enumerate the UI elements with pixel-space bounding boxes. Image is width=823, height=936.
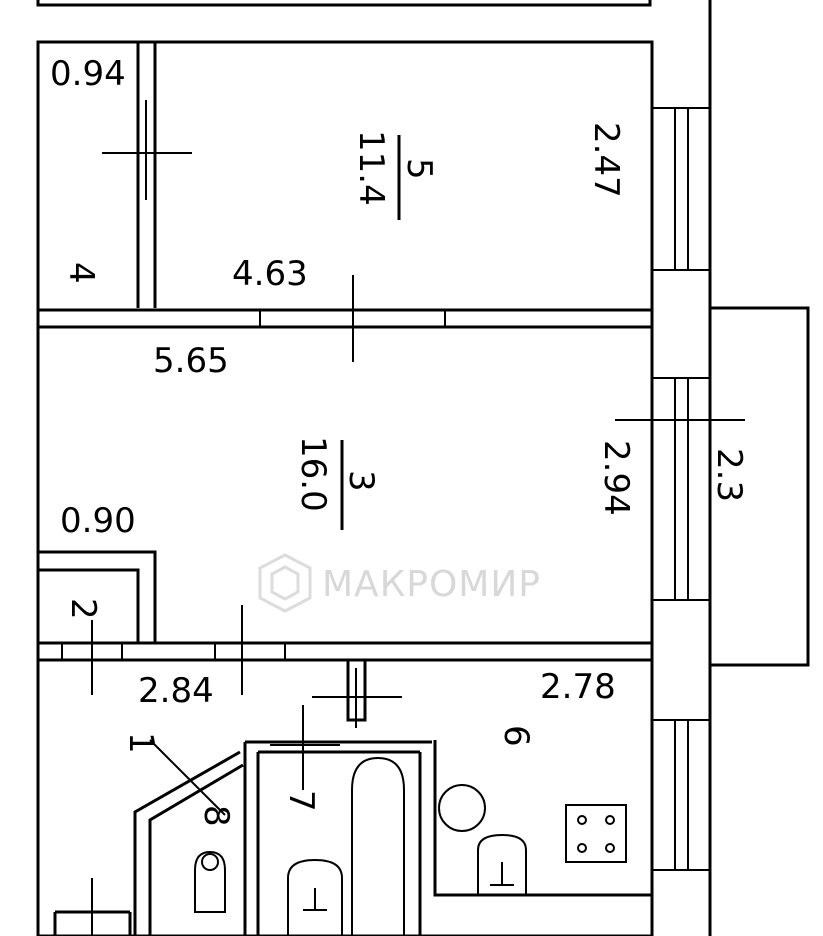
wc-angled-wall-inner (148, 763, 244, 936)
room5-area: 11.4 (351, 130, 391, 206)
watermark-logo-icon (258, 553, 312, 613)
room8-number: 8 (196, 805, 236, 827)
burner (577, 843, 587, 853)
walls (36, 0, 712, 936)
window-kitchen (651, 719, 711, 871)
door-markers (91, 100, 745, 936)
room-labels: 4 5 11.4 3 16.0 2 1 8 7 6 (61, 130, 536, 827)
kitchen-wall (433, 740, 652, 897)
dim-room5-depth: 2.47 (586, 122, 626, 198)
bathtub (351, 756, 405, 936)
upper-flat-wall (36, 0, 652, 7)
room5-number: 5 (399, 158, 439, 180)
dim-room5-width: 4.63 (232, 254, 308, 294)
burner (605, 815, 615, 825)
room7-number: 7 (281, 790, 321, 812)
dim-room3-depth: 2.94 (596, 440, 636, 516)
room1-number: 1 (121, 732, 161, 754)
dimension-labels: 0.94 2.47 4.63 5.65 2.94 2.3 0.90 2.84 2… (50, 54, 749, 711)
room2-number: 2 (63, 598, 103, 620)
dim-room4-width: 0.94 (50, 54, 126, 94)
wc-angled-wall-outer (133, 750, 241, 936)
dim-kitchen-width: 2.78 (540, 667, 616, 707)
stove (565, 804, 627, 863)
sink-bath (287, 858, 343, 936)
kitchen-sink (477, 833, 527, 895)
watermark-text: МАКРОМИР (322, 564, 541, 605)
dim-balcony-length: 2.3 (709, 448, 749, 502)
fixtures (194, 756, 627, 936)
leader-line (149, 739, 226, 816)
dim-closet-width: 0.90 (60, 501, 136, 541)
dim-room3-width: 5.65 (153, 341, 229, 381)
room3-number: 3 (341, 470, 381, 492)
burner (577, 815, 587, 825)
window-room3 (651, 377, 711, 601)
toilet (194, 850, 226, 913)
dim-hall-width: 2.84 (138, 671, 214, 711)
windows (651, 107, 711, 871)
burner (605, 843, 615, 853)
room6-number: 6 (496, 725, 536, 747)
closet-wall (38, 550, 157, 643)
room3-area: 16.0 (293, 436, 333, 512)
toilet-bowl (201, 853, 219, 871)
watermark: МАКРОМИР (258, 553, 541, 613)
window-room5 (651, 107, 711, 271)
balcony (708, 306, 810, 667)
room4-number: 4 (61, 262, 101, 284)
kitchen-sink-bowl (438, 784, 486, 832)
stove-burners (577, 815, 615, 853)
